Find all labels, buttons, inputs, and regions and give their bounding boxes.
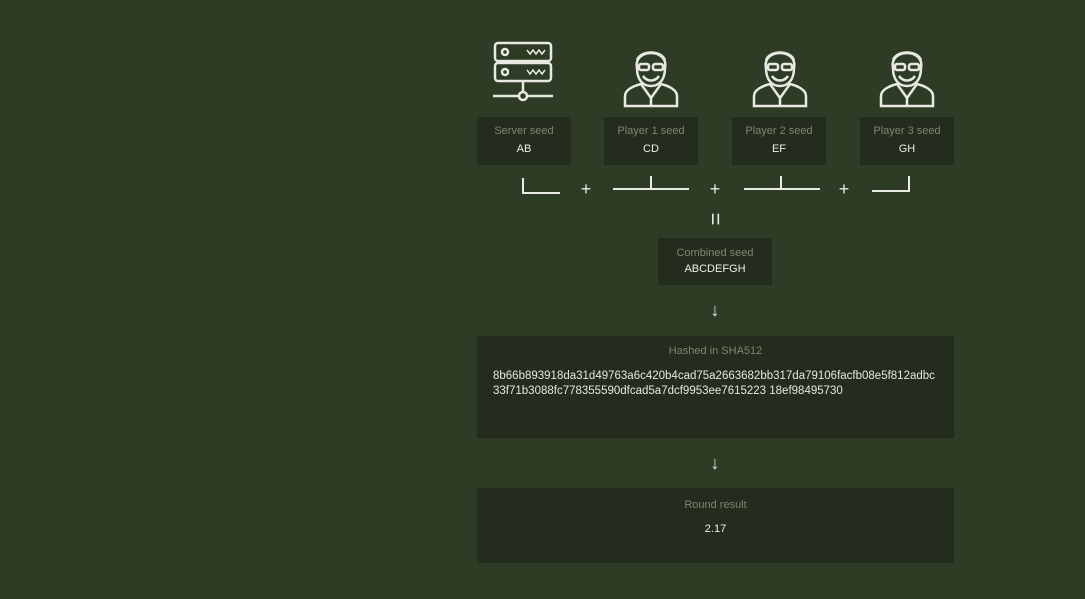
player-3-seed-box: Player 3 seed GH <box>860 117 954 165</box>
seed-label: Server seed <box>494 125 554 137</box>
combined-seed-box: Combined seed ABCDEFGH <box>658 238 772 285</box>
arrow-down-icon: ↓ <box>710 300 720 320</box>
round-result-box: Round result 2.17 <box>477 488 954 563</box>
server-seed-box: Server seed AB <box>477 117 571 165</box>
plus-sign: + <box>838 179 850 199</box>
seed-value: CD <box>643 143 659 155</box>
player-icon <box>879 51 935 108</box>
combined-seed-value: ABCDEFGH <box>684 263 746 275</box>
seed-label: Player 1 seed <box>617 125 685 137</box>
hash-box: Hashed in SHA512 8b66b893918da31d49763a6… <box>477 336 954 438</box>
seed-label: Player 2 seed <box>745 125 813 137</box>
round-result-label: Round result <box>684 499 747 511</box>
player-icon <box>623 51 679 108</box>
round-result-value: 2.17 <box>704 523 727 535</box>
seed-label: Player 3 seed <box>873 125 941 137</box>
equals-sign: = <box>703 212 728 226</box>
hash-label: Hashed in SHA512 <box>668 345 763 357</box>
plus-sign: + <box>709 179 721 199</box>
arrow-down-icon: ↓ <box>710 453 720 473</box>
hash-value: 8b66b893918da31d49763a6c420b4cad75a26636… <box>493 370 935 397</box>
player-icon <box>752 51 808 108</box>
player-1-seed-box: Player 1 seed CD <box>604 117 698 165</box>
server-icon <box>493 41 553 102</box>
seed-value: AB <box>516 143 532 155</box>
seed-value: EF <box>771 143 787 155</box>
seed-value: GH <box>898 143 916 155</box>
combined-seed-label: Combined seed <box>676 247 754 259</box>
plus-sign: + <box>580 179 592 199</box>
player-2-seed-box: Player 2 seed EF <box>732 117 826 165</box>
